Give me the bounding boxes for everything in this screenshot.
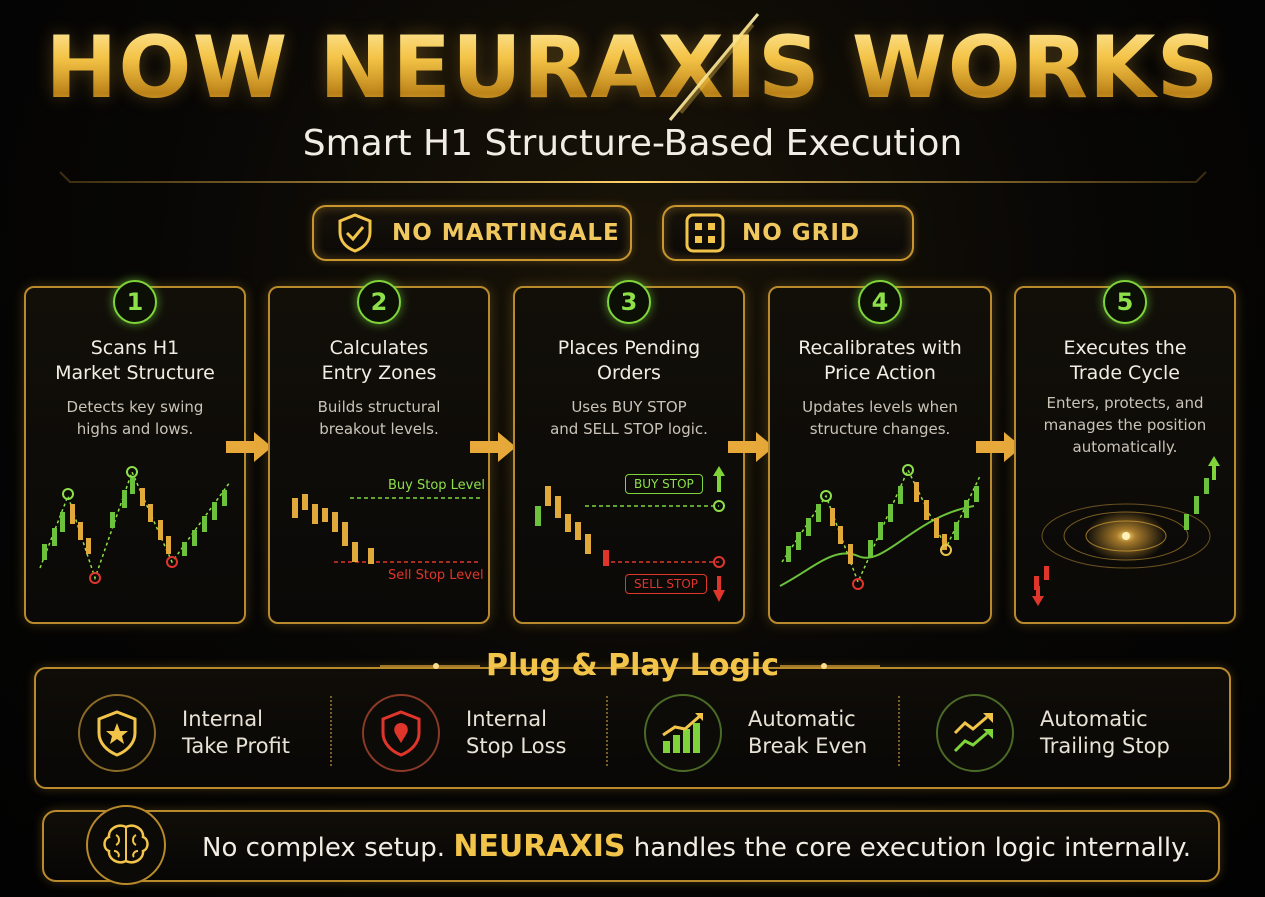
plug-and-play-title: Plug & Play Logic [485,648,779,683]
footer-banner [42,810,1220,882]
step-number: 2 [357,280,401,324]
no-grid-badge: NO GRID [662,205,914,261]
sell-stop-level-label: Sell Stop Level [388,568,484,583]
page-subtitle: Smart H1 Structure-Based Execution [302,123,963,164]
stop-shield-icon [362,694,440,772]
header-divider [59,171,1207,183]
next-arrow-icon [976,432,1022,462]
feature-separator [606,696,608,766]
plug-and-play-panel [34,667,1231,789]
shield-check-icon [338,213,372,253]
step-number: 4 [858,280,902,324]
footer-statement: No complex setup. NEURAXIS handles the c… [202,829,1192,864]
grid-icon [685,213,725,253]
recalibration-chart-icon [779,464,981,590]
step-number: 1 [113,280,157,324]
feature-separator [330,696,332,766]
badge-label: NO MARTINGALE [392,220,620,246]
trade-cycle-radar-icon [1032,456,1220,606]
feature-separator [898,696,900,766]
next-arrow-icon [470,432,516,462]
step-number: 3 [607,280,651,324]
next-arrow-icon [226,432,272,462]
trend-arrows-icon [936,694,1014,772]
star-shield-icon [78,694,156,772]
plug-title-divider [380,663,880,669]
sell-stop-tag: SELL STOP [625,574,708,594]
no-martingale-badge: NO MARTINGALE [312,205,632,261]
next-arrow-icon [728,432,774,462]
step-number: 5 [1103,280,1147,324]
pending-orders-chart-icon [535,466,725,602]
entry-zones-chart-icon [292,494,480,564]
page-title: HOW NEURAXIS WORKS [0,18,1265,118]
buy-stop-tag: BUY STOP [625,474,703,494]
bar-growth-icon [644,694,722,772]
badge-label: NO GRID [742,220,861,246]
swing-structure-chart-icon [39,466,231,584]
brain-icon [86,805,166,885]
buy-stop-level-label: Buy Stop Level [388,478,485,493]
sparkle-streak-icon [668,13,760,121]
footer-brand: NEURAXIS [453,829,626,864]
